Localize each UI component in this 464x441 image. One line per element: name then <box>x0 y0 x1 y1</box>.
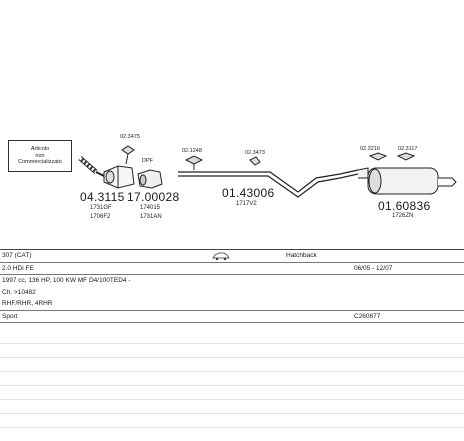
engine-cell: 2.0 HDi FE <box>2 264 34 272</box>
part-number: 01.60836 <box>378 199 431 213</box>
empty-row <box>0 386 464 400</box>
date-range-cell: 06/05 - 12/07 <box>354 264 393 272</box>
clamp-label: 02.1248 <box>182 148 202 154</box>
part-sub-code: 1726ZN <box>392 213 414 219</box>
clamp-label: 02.3117 <box>398 146 418 152</box>
variant-cell: Sport <box>2 312 18 320</box>
car-icon <box>212 252 230 260</box>
catalytic-converter-part <box>103 165 135 189</box>
part-sub-code: 1731GF <box>90 205 112 211</box>
part-sub-code: 174015 <box>140 205 161 211</box>
part-sub-code: 1706F2 <box>90 214 111 220</box>
flexible-pipe-part <box>78 156 105 177</box>
part-sub-code: 1731AN <box>140 214 162 220</box>
empty-row <box>0 414 464 428</box>
clamp-a-part <box>121 145 135 165</box>
exhaust-diagram: Articolo non Commercializzato <box>8 134 457 220</box>
clamp-e-part <box>396 152 416 161</box>
catalog-code-cell: C260677 <box>354 312 381 320</box>
table-top-border <box>0 249 464 250</box>
vehicle-info-table: 307 (CAT) Hatchback 2.0 HDi FE 06/05 - 1… <box>0 250 464 323</box>
clamp-c-part <box>249 156 261 166</box>
dpf-part <box>137 169 163 189</box>
rear-silencer-part <box>357 167 457 195</box>
note-line: non <box>35 152 45 159</box>
dpf-label: DPF <box>142 158 153 164</box>
table-row: Ch. >10482 <box>0 287 464 299</box>
engine-spec-cell: 1997 cc, 136 HP, 100 KW MF D4/100TED4 - <box>2 277 131 284</box>
note-line: Articolo <box>30 146 50 153</box>
empty-row <box>0 344 464 358</box>
model-cell: 307 (CAT) <box>2 252 32 259</box>
table-row: 2.0 HDi FE 06/05 - 12/07 <box>0 263 464 275</box>
clamp-label: 02.3216 <box>360 146 380 152</box>
exhaust-drawing <box>78 145 457 198</box>
not-marketed-note: Articolo non Commercializzato <box>8 140 72 172</box>
empty-row <box>0 330 464 344</box>
table-row: Sport C260677 <box>0 311 464 323</box>
table-row: 307 (CAT) Hatchback <box>0 250 464 263</box>
part-number: 17.00028 <box>127 190 180 204</box>
part-sub-code: 1717V2 <box>236 201 257 207</box>
clamp-label: 02.3475 <box>120 134 140 140</box>
empty-row <box>0 400 464 414</box>
clamp-label: 02.3473 <box>245 150 265 156</box>
empty-row <box>0 358 464 372</box>
clamp-b-part <box>184 155 204 170</box>
empty-row <box>0 372 464 386</box>
intermediate-pipe-part <box>178 169 359 198</box>
table-row: 1997 cc, 136 HP, 100 KW MF D4/100TED4 - <box>0 275 464 287</box>
chassis-cell: Ch. >10482 <box>2 288 36 296</box>
body-type-cell: Hatchback <box>286 252 317 259</box>
table-row: RHF/RHR, 4RHR <box>0 298 464 311</box>
clamp-d-part <box>368 152 388 161</box>
codes-cell: RHF/RHR, 4RHR <box>2 300 53 307</box>
empty-rows <box>0 330 464 428</box>
note-line: Commercializzato <box>18 159 62 166</box>
part-number: 01.43006 <box>222 186 275 200</box>
part-number: 04.3115 <box>80 190 125 204</box>
